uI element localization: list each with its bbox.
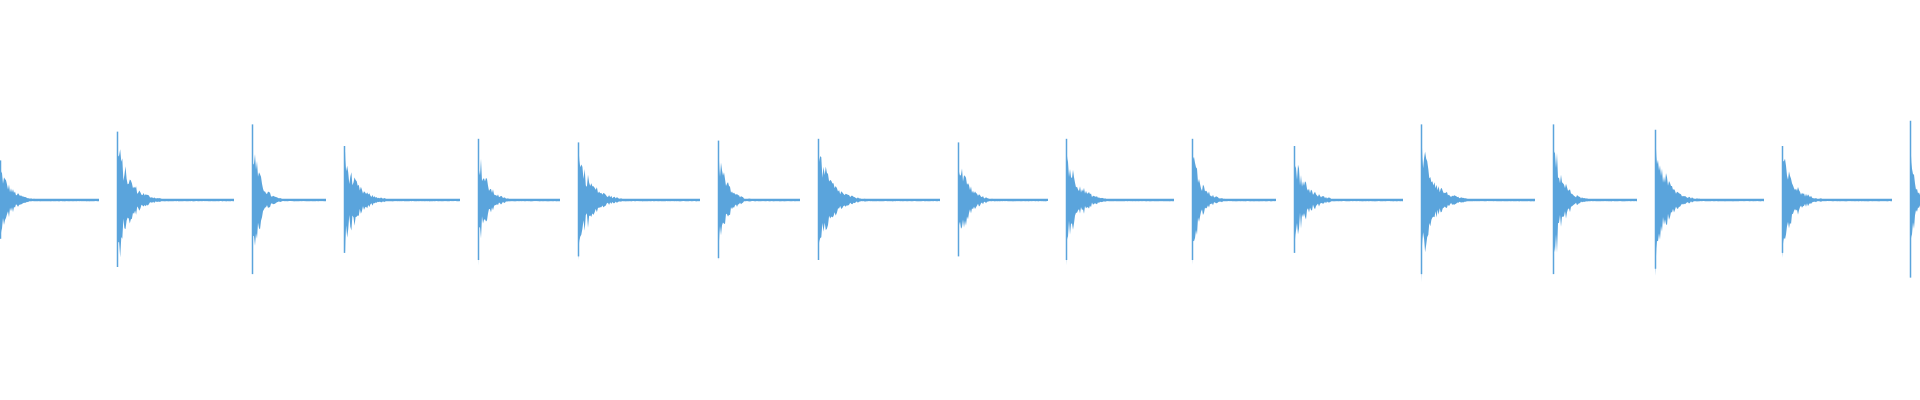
waveform-transient (958, 142, 1048, 251)
waveform-transient (1782, 146, 1892, 258)
waveform-transient (1655, 129, 1764, 276)
waveform-transient (1066, 138, 1174, 266)
waveform-transient (117, 131, 234, 266)
waveform-transient (0, 160, 99, 238)
waveform-transient (1294, 146, 1403, 252)
waveform-group (0, 120, 1920, 283)
waveform-transient (1553, 124, 1637, 267)
waveform-transient (1192, 138, 1276, 265)
waveform-transient (478, 138, 560, 266)
waveform-transient (578, 142, 700, 261)
waveform-transient (818, 138, 940, 256)
waveform-transient (344, 146, 460, 251)
waveform-transient (1421, 124, 1535, 283)
